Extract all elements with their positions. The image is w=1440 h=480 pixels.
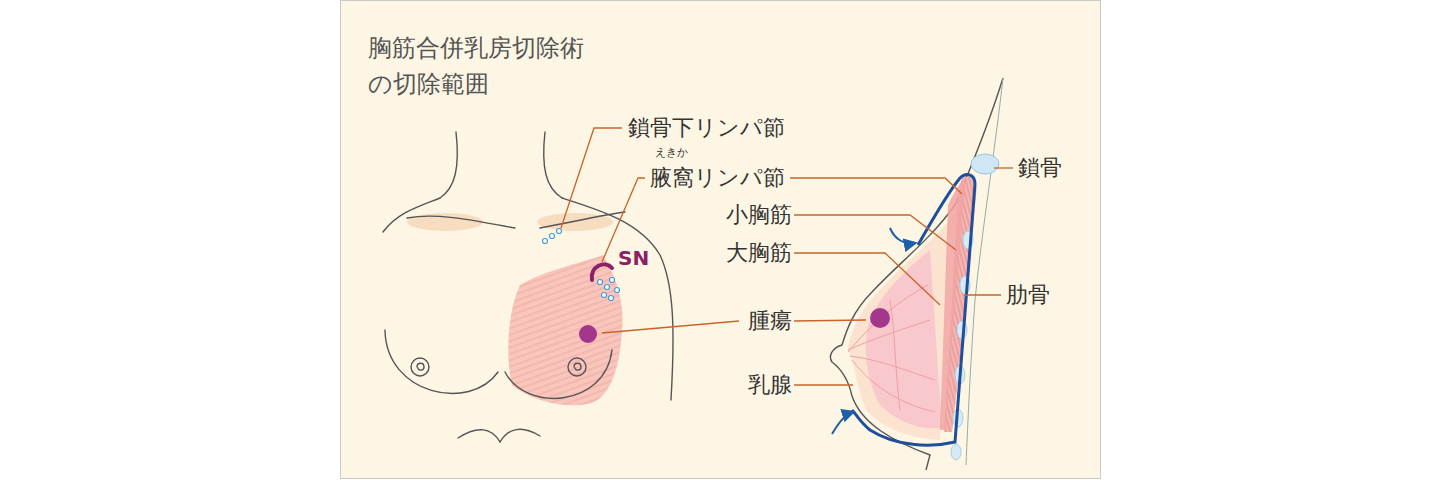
sentinel-label: SN <box>618 247 649 270</box>
part-label: 鎖骨下リンパ節 <box>628 115 785 140</box>
part-label: 鎖骨 <box>1018 155 1062 180</box>
part-label: 小胸筋 <box>726 202 792 227</box>
leader-lines <box>561 128 1013 385</box>
part-label: 腋窩リンパ節 <box>650 165 785 190</box>
part-label: 腫瘍 <box>748 308 792 333</box>
sentinel-node <box>592 264 612 280</box>
part-label: 大胸筋 <box>726 240 792 265</box>
tumor-dot <box>579 325 597 343</box>
ruby-reading: えきか <box>655 147 688 160</box>
diagram-title: 胸筋合併乳房切除術 の切除範囲 <box>368 30 592 102</box>
lymph-nodes <box>543 229 620 301</box>
breast-section <box>830 78 1003 470</box>
panel <box>341 1 1101 479</box>
torso-front <box>383 132 673 442</box>
part-label: 乳腺 <box>748 372 792 397</box>
part-label: 肋骨 <box>1006 282 1050 307</box>
